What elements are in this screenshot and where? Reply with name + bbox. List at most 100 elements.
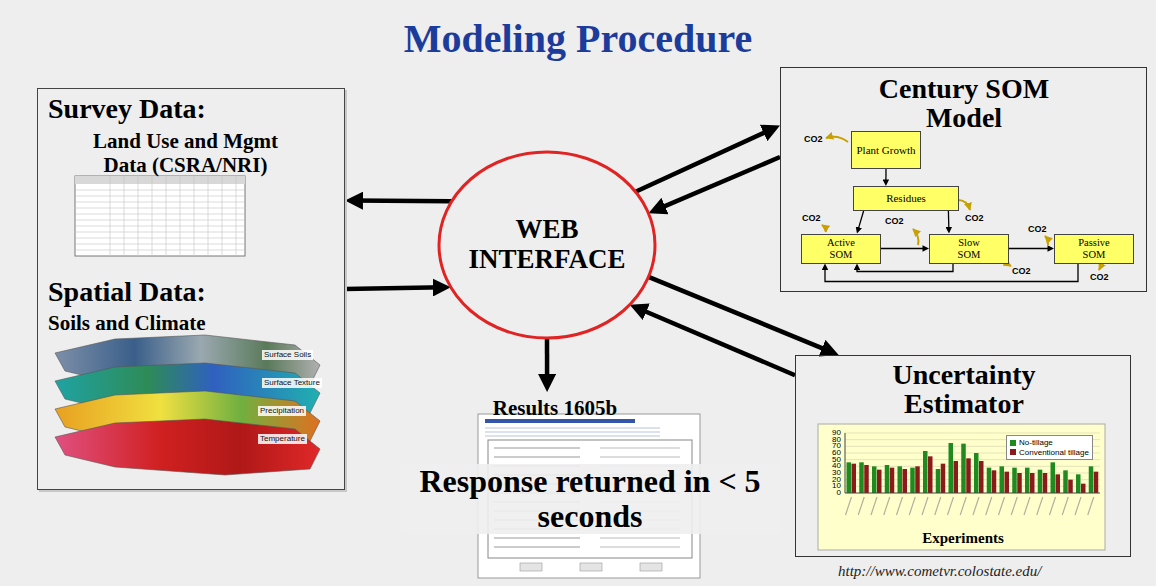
results-area: Results 1605bResponse returned in < 5 se… <box>395 392 785 580</box>
bar-no-tillage <box>987 468 992 493</box>
screenshot-line <box>600 456 680 458</box>
data-panel: Survey Data:Land Use and Mgmt Data (CSRA… <box>37 88 345 490</box>
bar-conventional <box>1056 474 1061 493</box>
co2-label-slot: CO2 <box>1090 272 1109 283</box>
table-rule <box>75 226 245 227</box>
bar-chart <box>818 424 1105 550</box>
results-area-text-slot: Results 1605b <box>470 396 640 420</box>
map-layer-label: Surface Texture <box>262 378 322 388</box>
flow-arrow <box>948 211 950 231</box>
data-panel-text-slot: Spatial Data: <box>48 276 206 308</box>
screenshot-line <box>485 435 660 436</box>
tick-mark <box>884 497 890 515</box>
screenshot-button <box>640 563 662 571</box>
tick-mark <box>1037 497 1043 515</box>
flow-arrow <box>885 169 886 183</box>
screenshot-line <box>600 537 680 539</box>
table-rule <box>236 176 237 256</box>
bar-conventional <box>890 468 895 493</box>
tick-mark <box>1050 497 1056 515</box>
bar-conventional <box>1005 472 1010 493</box>
chart-gridline <box>845 432 1100 433</box>
bar-no-tillage <box>1076 474 1081 493</box>
chart-gridline <box>845 472 1100 473</box>
table-rule <box>75 196 245 197</box>
bar-conventional <box>1081 484 1086 493</box>
model-box-text-slot: Century SOM Model <box>864 74 1064 133</box>
tick-mark <box>1062 497 1068 515</box>
chart-ticks <box>846 497 1094 515</box>
map-layer-label-slot: Surface Texture <box>262 378 322 388</box>
chart-gridline <box>845 466 1100 467</box>
bar-no-tillage <box>974 453 979 493</box>
co2-label-slot: CO2 <box>885 216 904 227</box>
screenshot-line <box>494 537 580 539</box>
co2-label-slot: CO2 <box>1012 266 1031 277</box>
axis-title-slot: Experiments <box>922 529 1004 547</box>
map-layer-label: Precipitation <box>258 406 306 416</box>
bar-conventional <box>1017 473 1022 493</box>
legend-text: No-tillage <box>1019 438 1053 448</box>
flow-arrow <box>1009 248 1051 249</box>
bar-no-tillage <box>898 466 903 493</box>
legend-swatch <box>1010 440 1016 446</box>
tick-mark <box>948 497 954 515</box>
legend-row: No-tillage <box>1010 438 1089 448</box>
screenshot-line <box>600 546 680 548</box>
legend-swatch <box>1010 449 1016 455</box>
map-layer-label-slot: Precipitation <box>258 406 306 416</box>
chart-gridlines <box>845 433 1100 486</box>
table-rule <box>75 208 245 209</box>
bar-conventional <box>1030 473 1035 493</box>
table-frame <box>75 176 245 256</box>
co2-arrow <box>958 200 970 210</box>
data-flow-arrow <box>649 277 833 353</box>
screenshot-line <box>494 456 580 458</box>
table-rule <box>75 202 245 203</box>
tick-mark <box>1075 497 1081 515</box>
screenshot-line <box>485 427 660 428</box>
bar-conventional <box>954 461 959 493</box>
title: Modeling Procedure <box>404 16 752 62</box>
results-area-text: Results 1605b <box>470 396 640 420</box>
table-rule <box>124 176 125 256</box>
tick-mark <box>1011 497 1017 515</box>
pool-box: Plant Growth <box>851 131 921 169</box>
model-box-text: Century SOM Model <box>864 74 1064 133</box>
legend-row: Conventional tillage <box>1010 448 1089 458</box>
bar-conventional <box>1068 480 1073 493</box>
flow-arrow <box>881 248 926 249</box>
tick-mark <box>871 497 877 515</box>
bar-no-tillage <box>885 465 890 493</box>
pool-box: Residues <box>853 186 959 211</box>
table-rule <box>152 176 153 256</box>
table-grid <box>75 176 245 256</box>
estimator-box-text-slot: Uncertainty Estimator <box>864 360 1064 419</box>
chart-bars <box>847 443 1099 493</box>
map-layer-label-slot: Surface Soils <box>262 350 313 360</box>
pool-box: Slow SOM <box>929 234 1009 264</box>
data-flow-arrow <box>345 287 444 289</box>
table-header <box>75 176 245 184</box>
co2-label-slot: CO2 <box>802 213 821 224</box>
table-rule <box>208 176 209 256</box>
bar-no-tillage <box>961 444 966 493</box>
results-area-text-slot: Response returned in < 5 seconds <box>400 464 780 534</box>
table-rule <box>75 190 245 191</box>
map-layer <box>55 419 320 475</box>
co2-arrow <box>913 229 918 245</box>
bar-no-tillage <box>1089 466 1094 493</box>
data-panel-text-slot: Survey Data: <box>48 93 206 125</box>
bar-conventional <box>941 464 946 493</box>
map-layer-label-slot: Temperature <box>258 434 307 444</box>
screenshot-line <box>494 546 580 548</box>
table-rule <box>75 220 245 221</box>
pool-box: Active SOM <box>801 234 881 264</box>
co2-arrow <box>822 225 826 232</box>
chart-gridline <box>845 479 1100 480</box>
tick-mark <box>960 497 966 515</box>
source-url-slot: http://www.cometvr.colostate.edu/ <box>838 562 1041 580</box>
legend-text: Conventional tillage <box>1019 448 1089 458</box>
bar-no-tillage <box>910 468 915 493</box>
